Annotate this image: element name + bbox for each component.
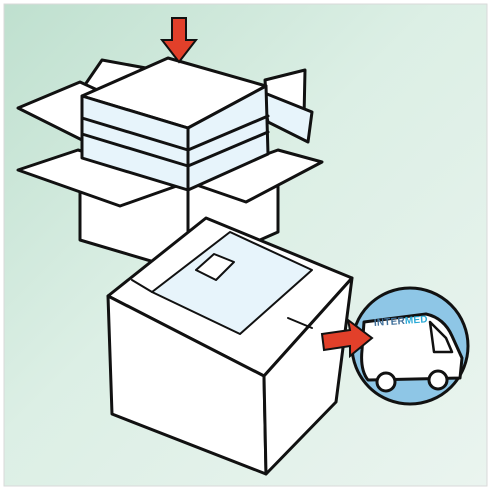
van-logo-part-a: INTER	[374, 316, 406, 329]
van-wheel-front	[429, 371, 447, 389]
van-wheel-rear	[377, 373, 395, 391]
van-logo-part-b: MED	[405, 314, 429, 327]
delivery-badge	[352, 288, 468, 404]
